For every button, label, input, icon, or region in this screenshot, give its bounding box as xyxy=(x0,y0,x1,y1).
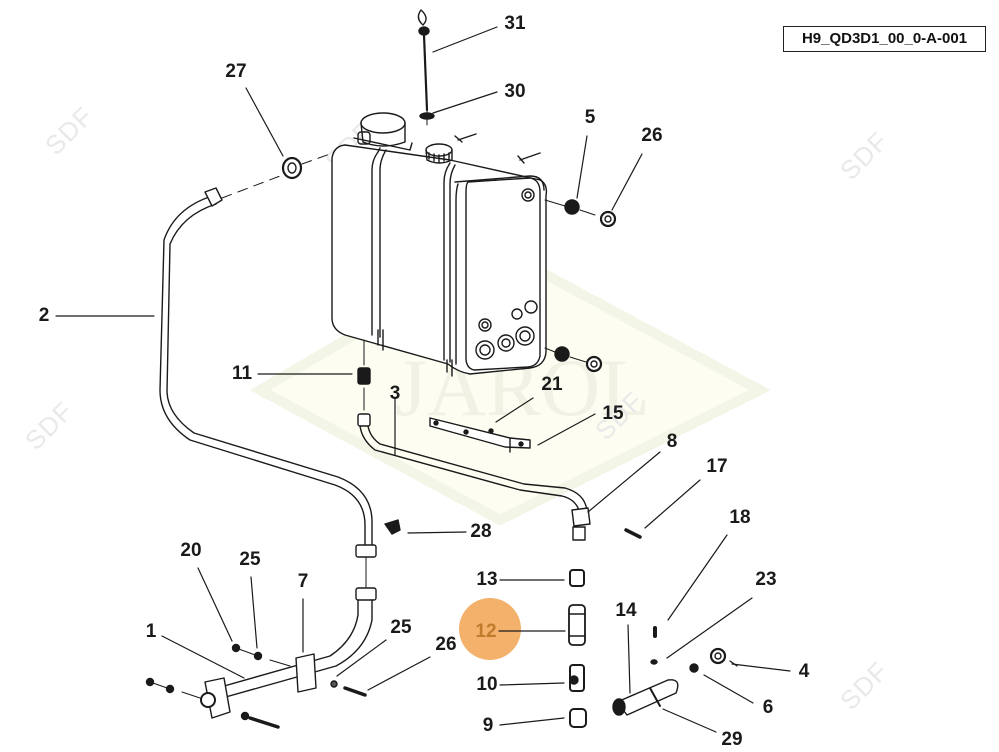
callout-14[interactable]: 14 xyxy=(615,600,637,621)
callout-6[interactable]: 6 xyxy=(762,697,774,718)
callout-10[interactable]: 10 xyxy=(476,674,498,695)
washer-23[interactable] xyxy=(650,659,658,665)
callout-11[interactable]: 11 xyxy=(231,363,253,384)
fitting-28[interactable] xyxy=(384,519,401,535)
callout-9[interactable]: 9 xyxy=(482,715,494,736)
callout-5[interactable]: 5 xyxy=(584,107,596,128)
fitting-14[interactable] xyxy=(612,679,679,716)
callout-12[interactable]: 12 xyxy=(475,621,497,642)
callout-30[interactable]: 30 xyxy=(504,81,526,102)
fitting-10[interactable] xyxy=(569,664,585,692)
callout-2[interactable]: 2 xyxy=(38,305,50,326)
callout-4[interactable]: 4 xyxy=(798,661,810,682)
callout-8[interactable]: 8 xyxy=(666,431,678,452)
nut-26[interactable] xyxy=(599,210,617,228)
pipe-2[interactable] xyxy=(159,175,377,588)
callout-27[interactable]: 27 xyxy=(225,61,247,82)
callout-20[interactable]: 20 xyxy=(180,540,202,561)
callout-18[interactable]: 18 xyxy=(729,507,751,528)
callout-15[interactable]: 15 xyxy=(602,403,624,424)
nut-4[interactable] xyxy=(709,647,727,665)
nut-13[interactable] xyxy=(569,569,585,587)
callout-13[interactable]: 13 xyxy=(476,569,498,590)
screw-17[interactable] xyxy=(624,528,642,539)
clamp-hardware[interactable] xyxy=(145,643,367,729)
hydraulic-tank[interactable] xyxy=(331,112,548,377)
washer-30[interactable] xyxy=(419,112,435,120)
callout-17[interactable]: 17 xyxy=(706,456,728,477)
callout-21[interactable]: 21 xyxy=(541,374,563,395)
plug-lower[interactable] xyxy=(544,346,603,373)
dipstick[interactable] xyxy=(417,9,430,126)
callout-26[interactable]: 26 xyxy=(641,125,663,146)
callout-26-b[interactable]: 26 xyxy=(435,634,457,655)
callout-28[interactable]: 28 xyxy=(470,521,492,542)
bracket-15[interactable] xyxy=(429,417,531,453)
callout-3[interactable]: 3 xyxy=(389,383,401,404)
callout-1[interactable]: 1 xyxy=(145,621,157,642)
fitting-9[interactable] xyxy=(569,708,587,728)
pipe-1[interactable] xyxy=(200,587,377,719)
highlight-circle[interactable] xyxy=(459,598,521,660)
callout-23[interactable]: 23 xyxy=(755,569,777,590)
callout-25[interactable]: 25 xyxy=(239,549,261,570)
valve-12[interactable] xyxy=(568,604,586,646)
fitting-11[interactable] xyxy=(357,339,371,411)
callout-29[interactable]: 29 xyxy=(721,729,743,750)
pipe-3[interactable] xyxy=(357,413,591,541)
callout-25-b[interactable]: 25 xyxy=(390,617,412,638)
callout-31[interactable]: 31 xyxy=(504,13,526,34)
washer-6[interactable] xyxy=(689,663,699,673)
plug-5[interactable] xyxy=(544,199,596,216)
leader-lines xyxy=(55,26,791,733)
drawing-code: H9_QD3D1_00_0-A-001 xyxy=(783,26,986,52)
fitting-27[interactable] xyxy=(281,153,331,180)
callout-7[interactable]: 7 xyxy=(297,571,309,592)
